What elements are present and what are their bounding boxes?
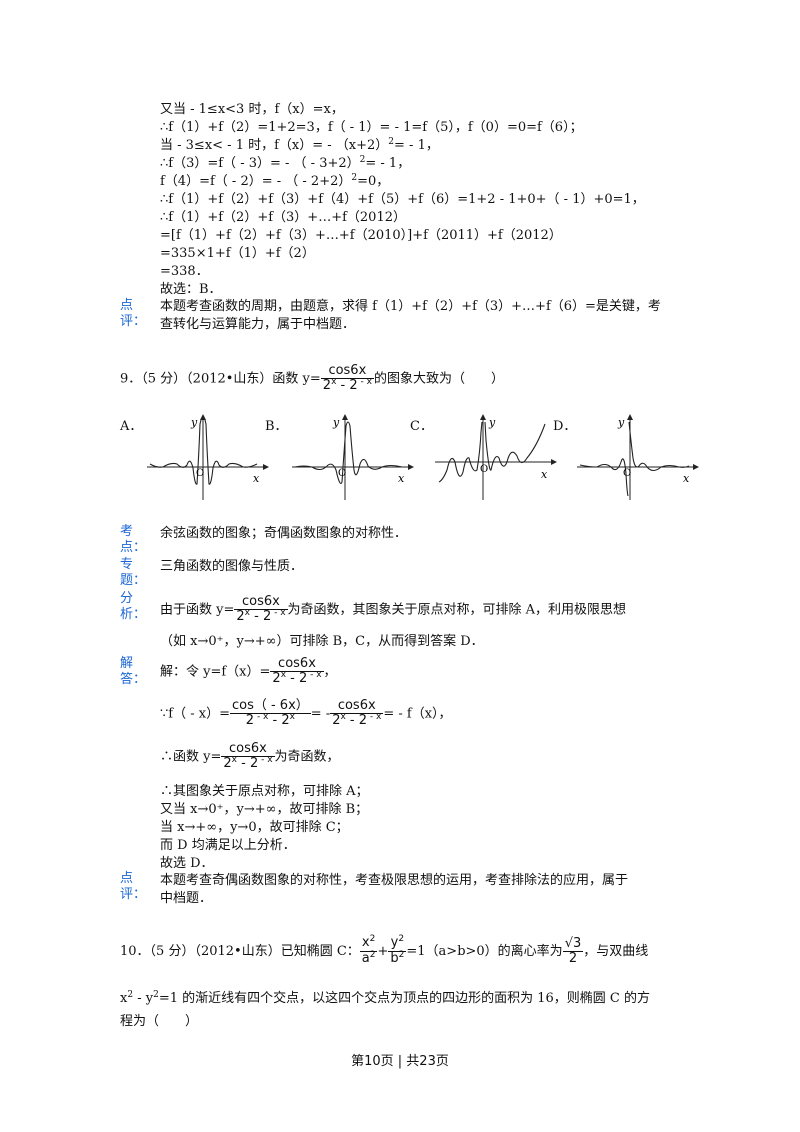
question-10-line-2: x2 - y2=1 的渐近线有四个交点，以这四个交点为顶点的四边形的面积为 16…	[120, 990, 651, 1006]
comment-tag-2: 评：	[120, 314, 147, 329]
y-axis-label-c: y	[488, 416, 496, 429]
solution-line-2: ∴f（1）+f（2）=1+2=3，f（ - 1）= - 1=f（5），f（0）=…	[160, 120, 583, 135]
jieda-tag-1: 解	[120, 656, 134, 671]
origin-label-b: O	[338, 468, 346, 479]
option-b-label: B．	[265, 419, 288, 434]
option-c-label: C．	[410, 419, 433, 434]
solution-line-10: =338．	[160, 264, 209, 279]
solution-line-4: ∴f（3）=f（ - 3）= - （ - 3+2）2= - 1，	[160, 155, 411, 171]
comment2-text-2: 中档题．	[160, 891, 213, 906]
x-axis-label-b: x	[398, 472, 405, 485]
page-footer: 第10页 | 共23页	[351, 1054, 449, 1069]
origin-label-a: O	[196, 468, 204, 479]
solution-line-7: ∴f（1）+f（2）+f（3）+…+f（2012）	[160, 210, 406, 225]
fenxi-line-2: （如 x→0⁺，y→+∞）可排除 B，C，从而得到答案 D．	[160, 634, 484, 649]
kaodian-tag-1: 考	[120, 524, 134, 539]
graph-option-a[interactable]: y x O	[145, 412, 270, 502]
origin-label-c: O	[480, 464, 488, 475]
kaodian-text: 余弦函数的图象；奇偶函数图象的对称性．	[160, 526, 408, 541]
zhuanti-tag-1: 专	[120, 557, 134, 572]
jieda-rest-4: 而 D 均满足以上分析．	[160, 838, 296, 853]
jieda-rest-2: 又当 x→0⁺，y→+∞，故可排除 B；	[160, 802, 369, 817]
comment1-text-1: 本题考查函数的周期，由题意，求得 f（1）+f（2）+f（3）+…+f（6）=是…	[160, 299, 661, 314]
jieda-rest-3: 当 x→+∞，y→0，故可排除 C；	[160, 820, 349, 835]
option-a-label: A．	[120, 419, 143, 434]
kaodian-tag-2: 点：	[120, 540, 147, 555]
jieda-rest-5: 故选 D．	[160, 856, 214, 871]
solution-line-3: 当 - 3≤x< - 1 时，f（x）= - （x+2）2= - 1，	[160, 137, 439, 153]
x-axis-label-c: x	[541, 468, 548, 481]
comment2-tag-1: 点	[120, 871, 134, 886]
question-10-line-3: 程为（ ）	[120, 1014, 199, 1029]
comment-tag-1: 点	[120, 298, 134, 313]
comment2-tag-2: 评：	[120, 887, 147, 902]
zhuanti-text: 三角函数的图像与性质．	[160, 559, 304, 574]
solution-line-9: =335×1+f（1）+f（2）	[160, 246, 315, 261]
option-d-label: D．	[553, 419, 577, 434]
comment1-text-2: 查转化与运算能力，属于中档题．	[160, 317, 356, 332]
solution-line-6: ∴f（1）+f（2）+f（3）+f（4）+f（5）+f（6）=1+2 - 1+0…	[160, 192, 645, 207]
x-axis-label-a: x	[253, 472, 260, 485]
jieda-rest-1: ∴其图象关于原点对称，可排除 A；	[160, 784, 369, 799]
origin-label-d: O	[623, 468, 631, 479]
solution-line-11: 故选：B．	[160, 282, 222, 297]
jieda-fraction-neg: cos（ - 6x）2 - x - 2x	[229, 698, 311, 728]
fenxi-tag-1: 分	[120, 591, 134, 606]
y-axis-label-a: y	[190, 416, 198, 429]
jieda-tag-2: 答：	[120, 672, 147, 687]
graph-option-c[interactable]: y x O	[433, 412, 558, 502]
x-axis-label-d: x	[683, 472, 690, 485]
y-axis-label-b: y	[332, 416, 340, 429]
solution-line-8: =[f（1）+f（2）+f（3）+…+f（2010）]+f（2011）+f（20…	[160, 228, 562, 243]
zhuanti-tag-2: 题：	[120, 573, 147, 588]
solution-line-5: f（4）=f（ - 2）= - （ - 2+2）2=0，	[160, 173, 390, 189]
y-axis-label-d: y	[617, 416, 625, 429]
comment2-text-1: 本题考查奇偶函数图象的对称性，考查极限思想的运用，考查排除法的应用，属于	[160, 873, 629, 888]
solution-line-1: 又当 - 1≤x<3 时，f（x）=x，	[160, 102, 344, 117]
graph-option-d[interactable]: y x O	[575, 412, 700, 502]
graph-option-b[interactable]: y x O	[290, 412, 415, 502]
fenxi-tag-2: 析：	[120, 607, 147, 622]
